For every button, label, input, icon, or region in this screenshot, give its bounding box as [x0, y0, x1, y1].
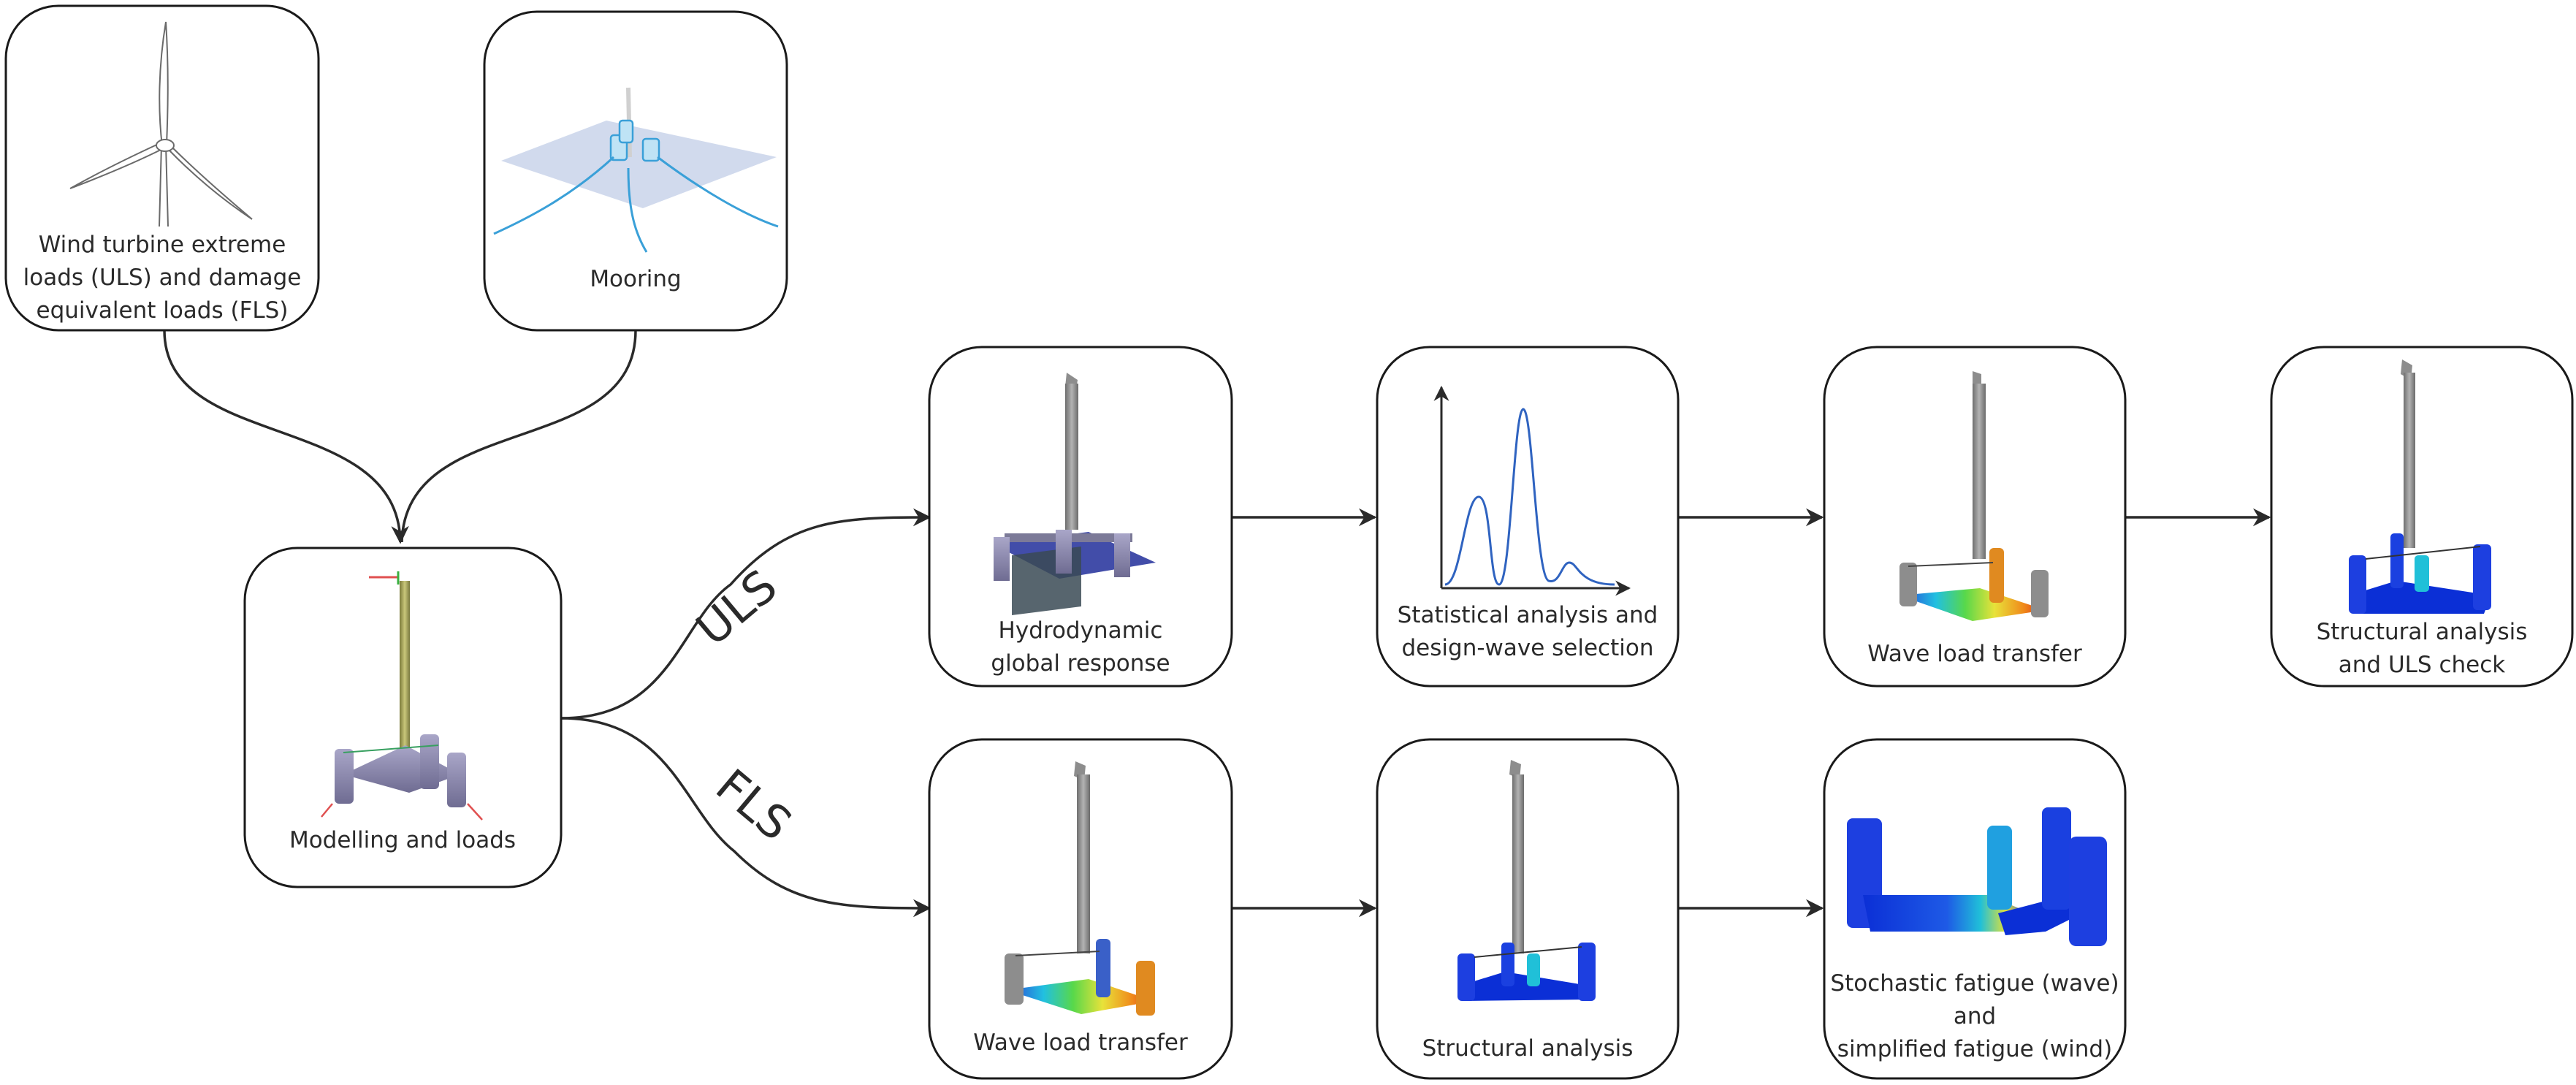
wave-fls-model-icon [1005, 761, 1155, 1016]
wind-turbine-icon [69, 21, 253, 227]
statistical-label-line-1: Statistical analysis and [1398, 602, 1658, 628]
fatigue-label-line-3: simplified fatigue (wind) [1837, 1036, 2112, 1062]
box-fatigue: Stochastic fatigue (wave) and simplified… [1823, 738, 2127, 1080]
structural-fls-label: Structural analysis [1422, 1035, 1634, 1062]
connector-fls-branch [560, 717, 931, 918]
connector-uls-branch [560, 508, 931, 720]
spectrum-plot-icon [1433, 385, 1631, 596]
connector-mooring-to-modelling [400, 330, 637, 543]
wind-label-line-3: equivalent loads (FLS) [37, 297, 289, 324]
mooring-icon [493, 87, 779, 253]
wave-uls-label: Wave load transfer [1867, 641, 2082, 667]
structural-fls-model-icon [1457, 760, 1596, 1001]
wave-fls-label: Wave load transfer [973, 1029, 1188, 1056]
hydro-label-line-2: global response [991, 650, 1170, 677]
hydro-label-line-1: Hydrodynamic [999, 617, 1163, 644]
fatigue-label-line-2: and [1954, 1003, 1996, 1029]
wave-uls-model-icon [1899, 371, 2049, 621]
box-structural-analysis-fls: Structural analysis [1376, 738, 1680, 1080]
box-mooring: Mooring [483, 10, 788, 332]
connector-wind-to-modelling [163, 330, 409, 544]
fatigue-label-line-1: Stochastic fatigue (wave) [1830, 970, 2119, 997]
statistical-label-line-2: design-wave selection [1402, 635, 1654, 661]
branch-label-uls: ULS [686, 559, 787, 656]
box-statistical-analysis: Statistical analysis and design-wave sel… [1376, 346, 1680, 688]
box-hydrodynamic-response: Hydrodynamic global response [928, 346, 1233, 688]
box-modelling-and-loads: Modelling and loads [243, 547, 563, 888]
wind-label-line-2: loads (ULS) and damage [23, 264, 302, 291]
box-structural-uls-check: Structural analysis and ULS check [2270, 346, 2574, 688]
mooring-label: Mooring [590, 266, 681, 292]
box-wave-load-transfer-uls: Wave load transfer [1823, 346, 2127, 688]
structural-uls-label-line-2: and ULS check [2339, 652, 2505, 678]
structural-uls-model-icon [2349, 359, 2491, 614]
floater-model-icon [321, 571, 483, 821]
wind-label-line-1: Wind turbine extreme [39, 232, 286, 258]
box-wind-turbine-loads: Wind turbine extreme loads (ULS) and dam… [4, 4, 320, 332]
box-wave-load-transfer-fls: Wave load transfer [928, 738, 1233, 1080]
fatigue-model-icon [1847, 807, 2107, 946]
hydro-model-icon [994, 373, 1156, 615]
modelling-label: Modelling and loads [289, 827, 516, 853]
structural-uls-label-line-1: Structural analysis [2317, 619, 2528, 645]
